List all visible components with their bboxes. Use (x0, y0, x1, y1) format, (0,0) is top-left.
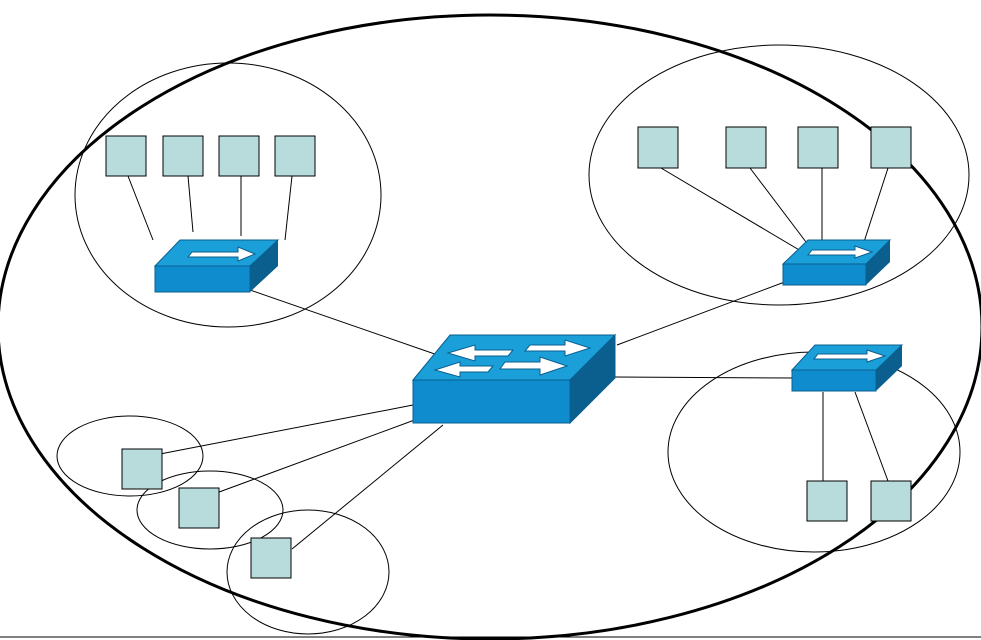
link-str-host-2 (749, 167, 807, 243)
group-bottom-left-2-ellipse (136, 470, 284, 550)
host-tr-2 (725, 126, 767, 169)
group-bottom-left-1-ellipse (56, 415, 204, 497)
host-bl-2 (178, 487, 220, 529)
hosts-top-left (105, 135, 316, 177)
host-tl-3 (218, 135, 260, 177)
link-core-to-host-bl-1 (159, 404, 414, 455)
link-core-to-switch-top-left (249, 289, 453, 361)
hosts-bottom-left (121, 448, 292, 579)
links (127, 167, 889, 550)
core-switch-front (412, 379, 571, 424)
host-r-2 (870, 480, 912, 522)
link-stl-host-2 (187, 175, 194, 233)
switch-right (790, 344, 904, 392)
host-tl-1 (105, 135, 147, 177)
link-core-to-switch-top-right (616, 279, 791, 346)
host-tr-3 (797, 126, 839, 169)
link-core-to-host-bl-2 (210, 417, 421, 496)
hosts-right (806, 480, 912, 522)
host-tr-4 (870, 126, 912, 169)
switch-top-right (781, 239, 892, 286)
host-tl-4 (274, 135, 316, 177)
link-core-to-switch-right (614, 376, 796, 379)
switch-top-left (153, 239, 280, 293)
switch-icon (186, 246, 257, 262)
link-str-host-4 (862, 167, 889, 246)
host-r-1 (806, 480, 848, 522)
core-switch (411, 333, 617, 425)
link-sr-host-2 (854, 391, 889, 482)
group-top-left-ellipse (74, 62, 382, 328)
host-tr-1 (637, 126, 679, 169)
group-bottom-left-3-ellipse (226, 509, 390, 635)
link-stl-host-4 (284, 175, 293, 241)
group-top-right-ellipse (588, 44, 970, 306)
host-bl-3 (250, 537, 292, 579)
link-str-host-1 (660, 167, 807, 255)
hosts-top-right (637, 126, 912, 169)
host-tl-2 (162, 135, 204, 177)
multilayer-switch-icon (433, 339, 592, 378)
host-bl-1 (121, 448, 163, 490)
link-core-to-host-bl-3 (291, 424, 444, 550)
switch-icon (812, 349, 887, 363)
switch-icon (806, 245, 874, 259)
network-boundary-ellipse (0, 13, 981, 640)
link-stl-host-1 (127, 175, 154, 241)
